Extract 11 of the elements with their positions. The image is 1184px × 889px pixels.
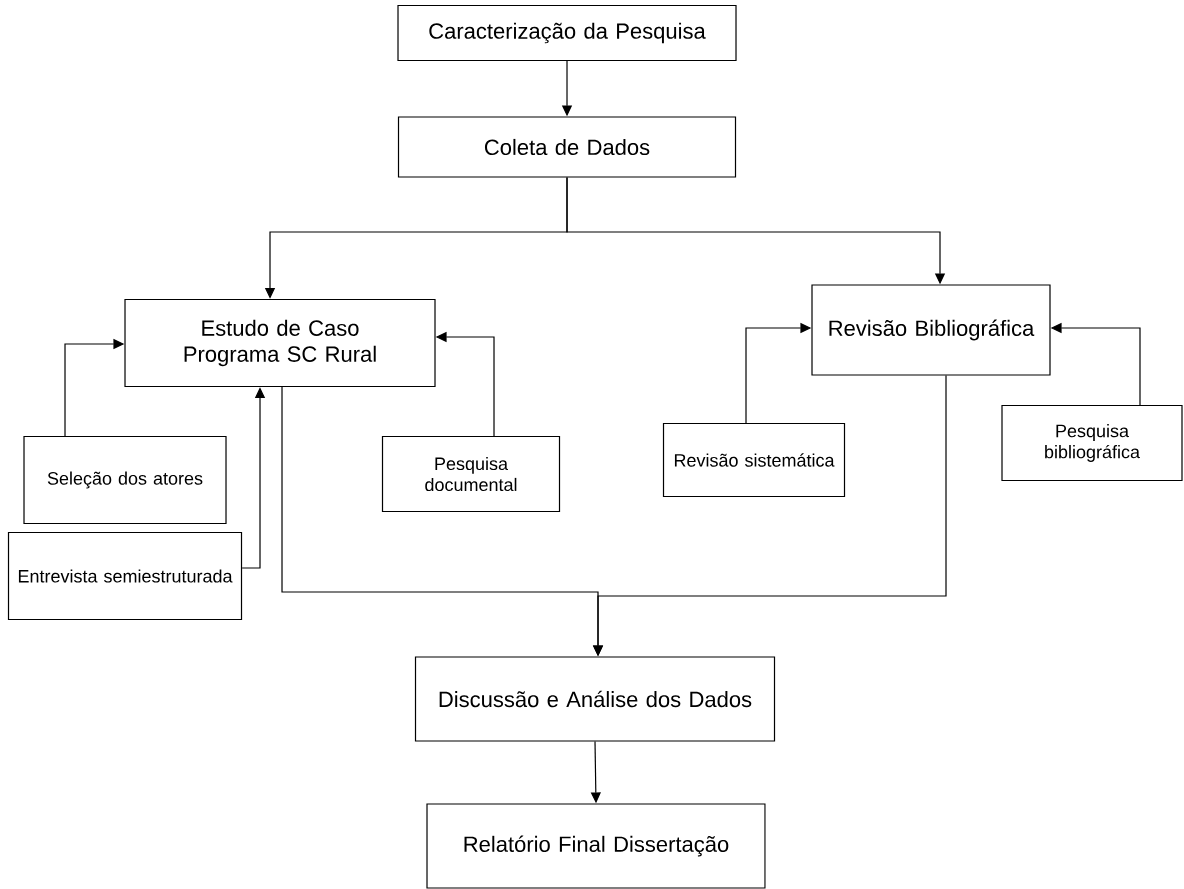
process-box: Estudo de Caso Programa SC Rural xyxy=(124,298,436,388)
process-box: Discussão e Análise dos Dados xyxy=(414,656,776,742)
process-box: Revisão sistemática xyxy=(662,422,846,498)
process-box: Pesquisa documental xyxy=(381,435,561,513)
process-box: Entrevista semiestruturada xyxy=(7,531,243,621)
process-box: Revisão Bibliográfica xyxy=(811,284,1051,376)
process-box: Coleta de Dados xyxy=(397,116,737,178)
process-box: Seleção dos atores xyxy=(23,435,227,525)
process-box: Relatório Final Dissertação xyxy=(426,803,766,889)
process-box: Pesquisa bibliográfica xyxy=(1001,404,1183,482)
process-box: Caracterização da Pesquisa xyxy=(397,4,737,62)
